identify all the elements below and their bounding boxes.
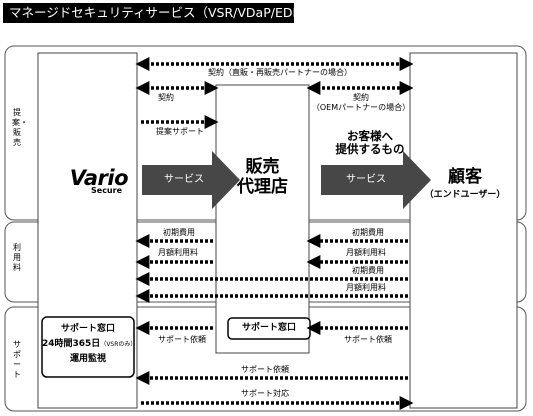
customer-column xyxy=(409,52,518,409)
offer-label: お客様へ 提供するもの xyxy=(318,129,422,157)
vendor-support-line3: 運用監視 xyxy=(69,354,106,364)
band-label-support: サポート xyxy=(13,340,21,379)
customer-name: 顧客 （エンドユーザー） xyxy=(412,167,518,200)
page-title: マネージドセキュリティサービス（VSR/VDaP/EDR） xyxy=(3,3,314,23)
offer-label-line1: お客様へ xyxy=(347,129,393,143)
vendor-support-line2: 24時間365日（VSRのみ） xyxy=(42,337,137,352)
label-support-request-customer: サポート依頼 xyxy=(344,335,392,344)
vendor-support-text: サポート窓口 24時間365日（VSRのみ） 運用監視 xyxy=(42,322,137,367)
label-proposal-support: 提案サポート xyxy=(156,127,204,136)
service-arrow-vendor-to-agency xyxy=(142,151,240,209)
service-arrow-agency-to-customer xyxy=(321,151,431,209)
label-initial-fee-direct: 初期費用 xyxy=(352,266,384,275)
label-monthly-fee-direct: 月額利用料 xyxy=(346,283,386,292)
agency-name-line2: 代理店 xyxy=(237,176,288,197)
vendor-support-hours: 24時間365日 xyxy=(42,339,101,349)
vendor-logo: Vario Secure xyxy=(50,166,129,196)
agency-column xyxy=(215,84,310,354)
offer-label-line2: 提供するもの xyxy=(335,142,405,157)
label-support-response: サポート対応 xyxy=(241,389,289,398)
label-initial-fee-customer: 初期費用 xyxy=(352,228,384,237)
customer-name-sub: （エンドユーザー） xyxy=(424,189,506,200)
label-initial-fee-agency: 初期費用 xyxy=(163,228,195,237)
vendor-logo-main: Vario xyxy=(69,166,129,190)
vendor-support-note: （VSRのみ） xyxy=(100,341,137,348)
service-label-agency: サービス xyxy=(346,174,386,185)
vendor-support-box xyxy=(41,316,135,378)
vendor-support-line1: サポート窓口 xyxy=(60,324,115,334)
label-contract-vendor: 契約 xyxy=(158,93,174,102)
label-contract-oem-1: 契約 xyxy=(353,93,369,102)
label-support-request-direct: サポート依頼 xyxy=(241,365,289,374)
agency-name-line1: 販売 xyxy=(245,157,280,177)
band-label-fee: 利用料 xyxy=(13,243,21,272)
label-contract-oem-2: （OEMパートナーの場合） xyxy=(311,103,411,112)
label-support-request-agency: サポート依頼 xyxy=(158,335,206,344)
customer-name-main: 顧客 xyxy=(448,167,482,187)
label-contract-direct: 契約（直販・再販売パートナーの場合） xyxy=(208,68,352,77)
service-label-vendor: サービス xyxy=(164,174,204,185)
label-monthly-fee-customer: 月額利用料 xyxy=(346,248,386,257)
agency-name: 販売 代理店 xyxy=(216,157,309,197)
agency-support-label: サポート窓口 xyxy=(241,323,297,333)
vendor-logo-sub: Secure xyxy=(91,186,122,195)
label-monthly-fee-agency: 月額利用料 xyxy=(158,248,198,257)
band-label-sales: 提案・販売 xyxy=(12,108,28,147)
